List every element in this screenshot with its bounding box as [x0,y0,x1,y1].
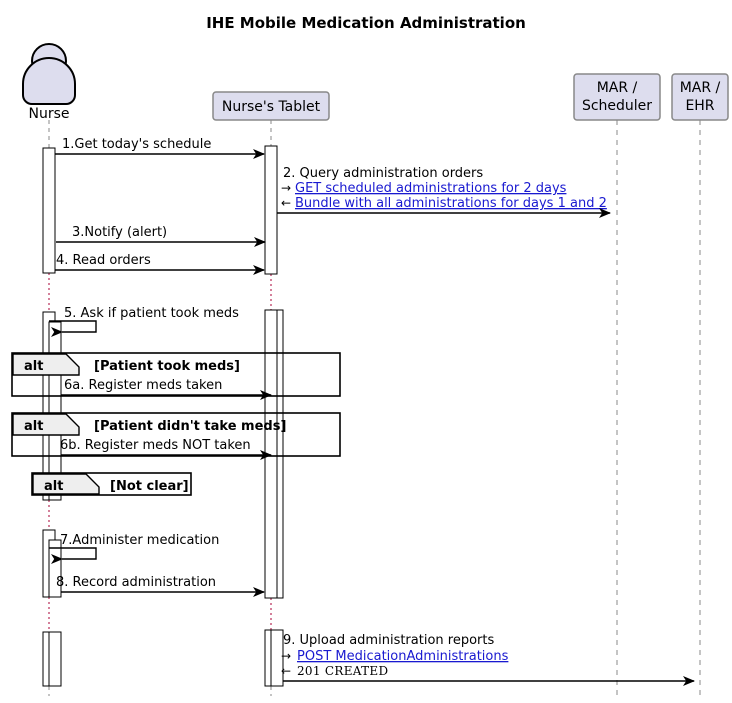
message-5[interactable]: 5. Ask if patient took meds [49,306,239,337]
page-title: IHE Mobile Medication Administration [206,14,526,32]
participant-ehr[interactable]: MAR / EHR [671,73,729,121]
message-2-sub-0-marker: → [281,181,291,195]
participant-scheduler[interactable]: MAR / Scheduler [573,73,661,121]
message-8-label: 8. Record administration [56,575,216,590]
alt-fragment-2: alt [Patient didn't take meds] 6b. Regis… [11,412,341,460]
message-9-sub-1-label: 201 CREATED [297,664,388,678]
participant-label-ehr-line2: EHR [685,98,714,114]
message-2-label: 2. Query administration orders [283,166,483,181]
message-2[interactable]: 2. Query administration orders → GET sch… [277,166,611,218]
message-9[interactable]: 9. Upload administration reports → POST … [281,633,695,686]
participant-label-tablet: Nurse's Tablet [222,99,321,115]
participant-label-scheduler-line2: Scheduler [582,98,652,114]
alt-fragment-3-condition: [Not clear] [110,479,189,494]
message-3-label: 3.Notify (alert) [72,225,167,240]
message-2-sub-1-label[interactable]: Bundle with all administrations for days… [295,196,607,211]
message-4-label: 4. Read orders [56,253,151,268]
alt-fragment-2-condition: [Patient didn't take meds] [94,419,286,434]
alt-fragment-1-keyword: alt [24,359,43,374]
message-1[interactable]: 1.Get today's schedule [55,137,265,159]
participant-label-ehr-line1: MAR / [680,80,721,96]
message-9-label: 9. Upload administration reports [283,633,494,648]
message-3[interactable]: 3.Notify (alert) [56,225,266,247]
alt-fragment-1: alt [Patient took meds] 6a. Register med… [11,352,341,400]
alt-fragment-2-keyword: alt [24,419,43,434]
message-2-sub-1-marker: ← [281,196,291,210]
message-6a-label: 6a. Register meds taken [64,378,222,393]
alt-fragment-3-keyword: alt [44,479,63,494]
message-5-label: 5. Ask if patient took meds [64,306,239,321]
message-8[interactable]: 8. Record administration [56,575,265,597]
message-4[interactable]: 4. Read orders [55,253,265,275]
alt-fragment-3: alt [Not clear] [31,472,192,496]
participant-label-scheduler-line1: MAR / [597,80,638,96]
message-7[interactable]: 7.Administer medication [49,533,219,564]
message-7-label: 7.Administer medication [60,533,219,548]
message-2-sub-0-label[interactable]: GET scheduled administrations for 2 days [295,181,567,196]
message-9-sub-0-marker: → [281,649,291,663]
message-9-sub-1-marker: ← [281,664,291,678]
participant-tablet[interactable]: Nurse's Tablet [212,91,330,121]
participant-nurse[interactable]: Nurse [22,43,76,122]
alt-fragment-1-condition: [Patient took meds] [94,359,240,374]
activation-bars-tablet [264,145,284,687]
message-6b-label: 6b. Register meds NOT taken [60,438,251,453]
message-1-label: 1.Get today's schedule [62,137,211,152]
participant-label-nurse: Nurse [28,106,69,122]
message-9-sub-0-label[interactable]: POST MedicationAdministrations [297,649,509,664]
